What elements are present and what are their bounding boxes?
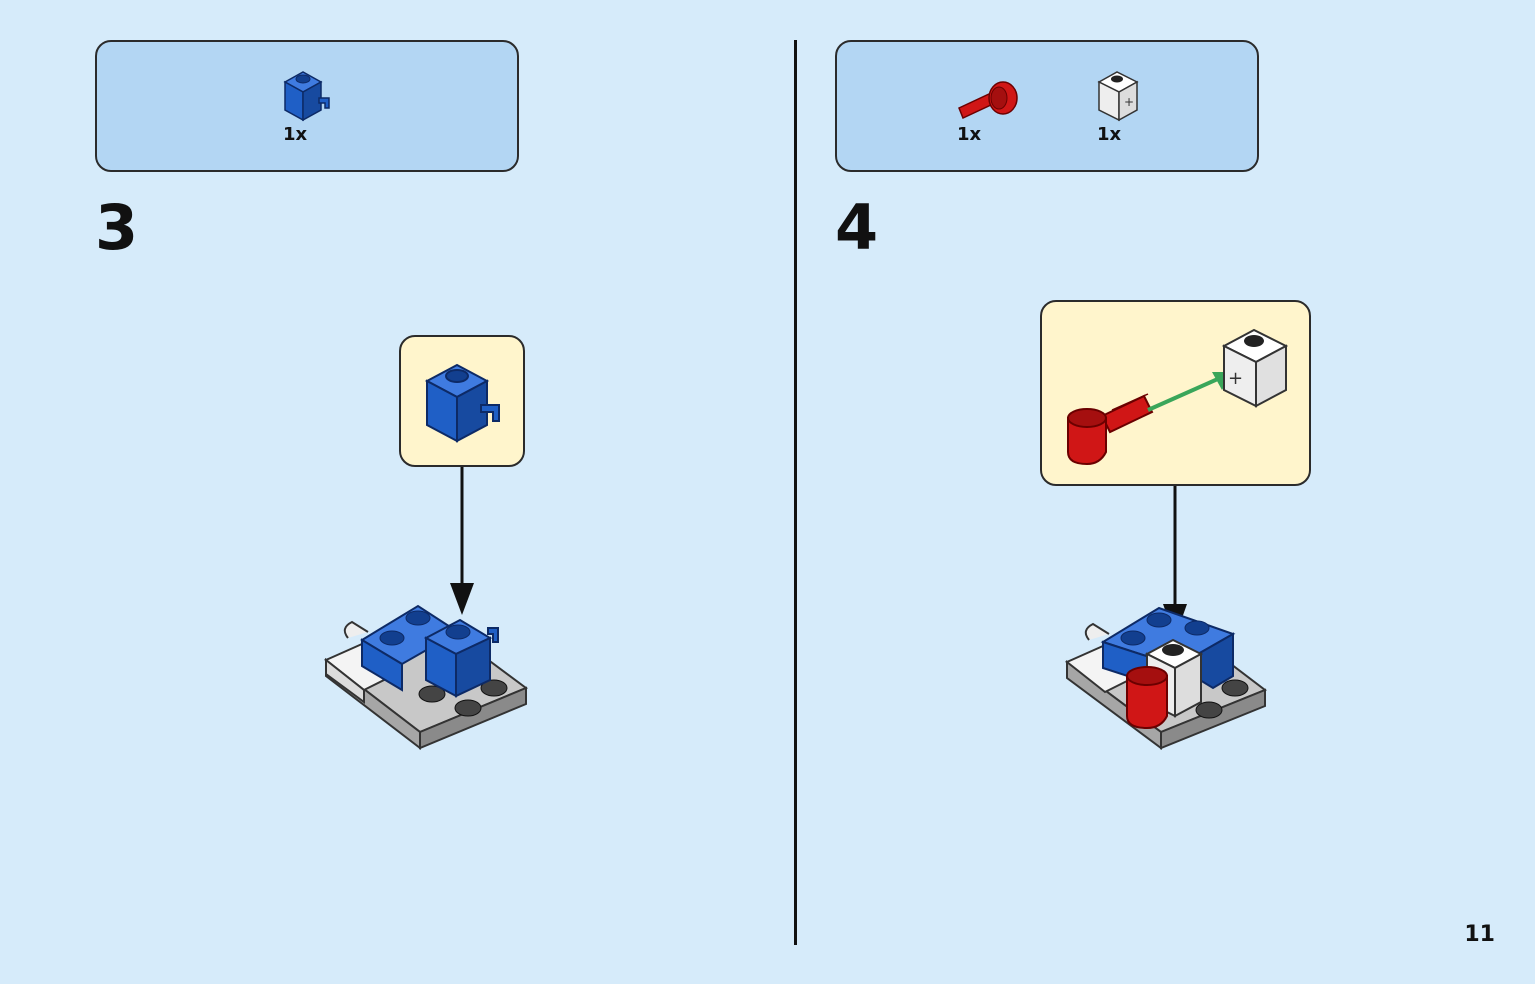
parts-list-step-4: 1x + 1x [835, 40, 1259, 172]
white-brick-with-axle-hole-icon: + [1221, 328, 1289, 408]
step-number: 3 [95, 191, 139, 264]
part-quantity: 1x [1097, 124, 1122, 145]
white-brick-with-axle-hole-icon: + [1097, 71, 1139, 122]
part-quantity: 1x [957, 124, 982, 145]
down-arrow-icon [450, 467, 474, 615]
red-cup-with-axle-icon [958, 81, 1018, 120]
callout-step-3 [399, 335, 525, 467]
svg-text:+: + [1228, 368, 1243, 389]
red-cup-with-axle-icon [1067, 393, 1154, 466]
parts-list-step-3: 1x [95, 40, 519, 172]
step-number: 4 [835, 191, 879, 264]
part-quantity: 1x [283, 124, 308, 145]
callout-step-4: + [1040, 300, 1311, 486]
svg-text:+: + [1124, 95, 1134, 109]
blue-brick-with-clip-icon [424, 363, 500, 443]
model-assembly-step-3 [323, 604, 529, 751]
blue-brick-with-clip-icon [283, 71, 330, 122]
model-assembly-step-4 [1064, 606, 1268, 750]
page-divider [794, 40, 797, 945]
page-number: 11 [1464, 922, 1495, 947]
